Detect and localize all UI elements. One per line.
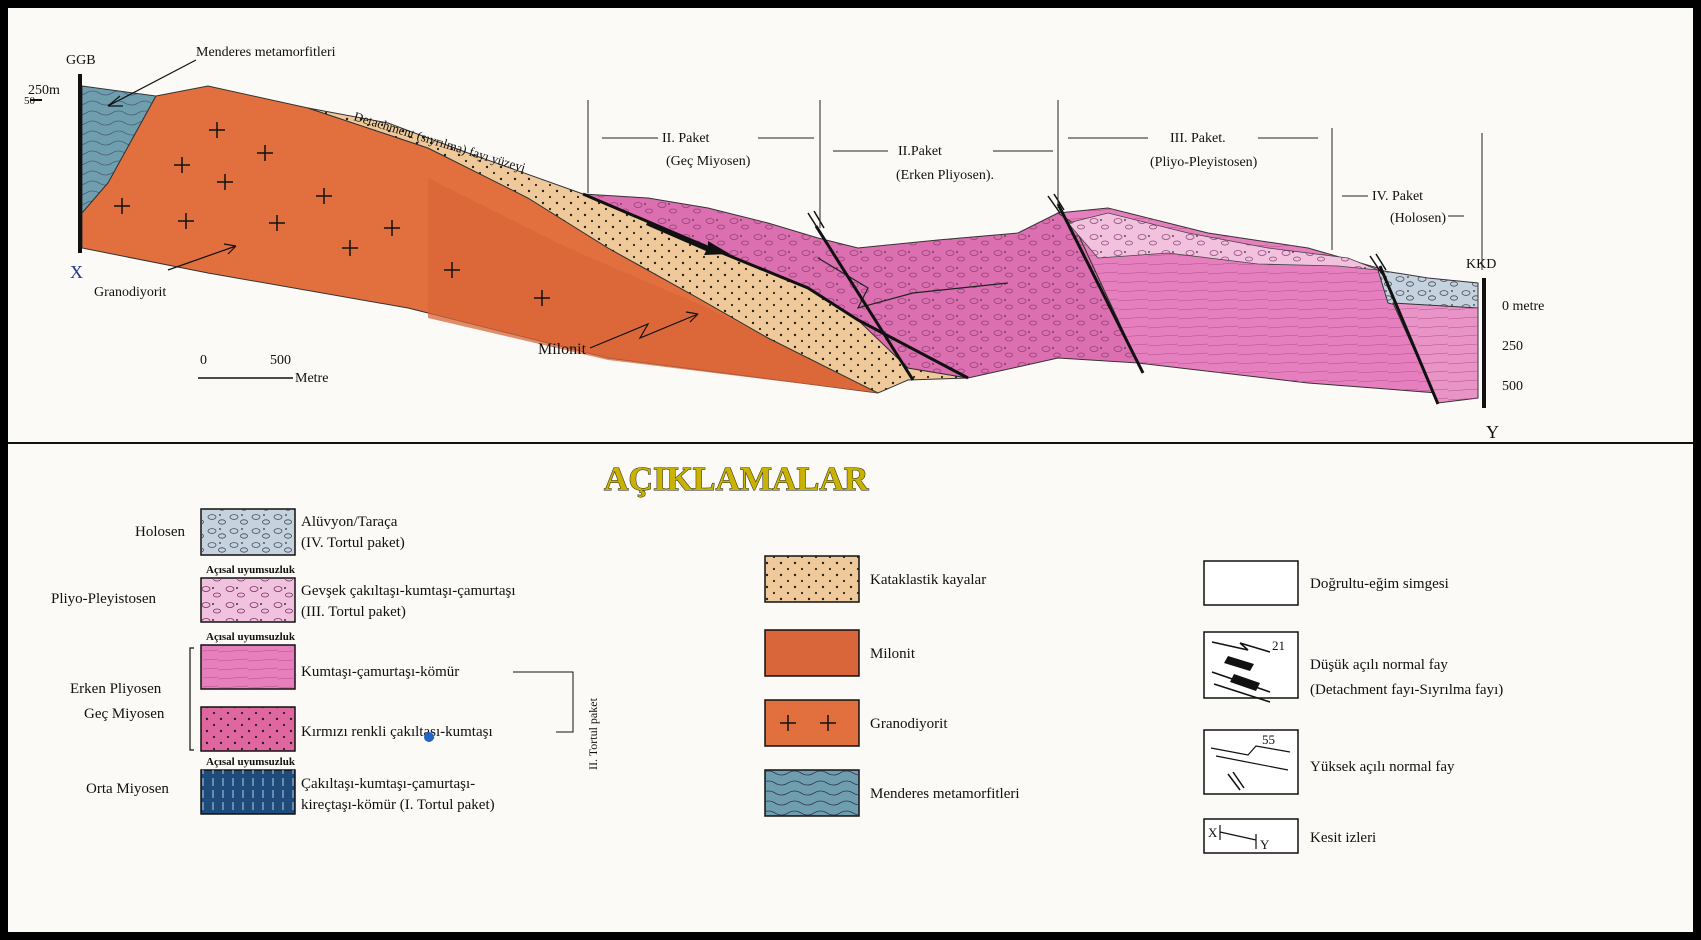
symbol-kesit-y: Y [1260, 837, 1270, 852]
age-pliyo: Pliyo-Pleyistosen [51, 591, 157, 607]
symbol-dusuk-value: 21 [1272, 638, 1285, 653]
menderes-label: Menderes metamorfitleri [196, 45, 336, 60]
symbol-kesit-x: X [1208, 825, 1218, 840]
legend: AÇIKLAMALAR Holosen Alüvyon/Taraça (IV. … [51, 461, 1503, 853]
scale-unit: Metre [295, 371, 328, 386]
swatch-dogrultu [1204, 561, 1298, 605]
unit-pliyo-line2: (III. Tortul paket) [301, 604, 406, 620]
group-label: II. Tortul paket [586, 697, 600, 770]
legend-title: AÇIKLAMALAR [604, 461, 869, 498]
trace-end-label: Y [1486, 422, 1499, 442]
packet-1-age: (Geç Miyosen) [666, 154, 751, 169]
packet-2-age: (Erken Pliyosen). [896, 168, 994, 183]
age-erken-pliyosen: Erken Pliyosen [70, 681, 162, 697]
rock-menderes: Menderes metamorfitleri [870, 786, 1020, 802]
rock-kataklastik: Kataklastik kayalar [870, 572, 986, 588]
unit-gec-line1: Kırmızı renkli çakıltaşı-kumtaşı [301, 724, 493, 740]
elev-right-0: 0 metre [1502, 299, 1544, 314]
unconformity-3: Açısal uyumsuzluk [206, 756, 296, 768]
swatch-kesit [1204, 819, 1298, 853]
symbol-yuksek-line1: Yüksek açılı normal fay [1310, 759, 1455, 775]
symbol-kesit: Kesit izleri [1310, 830, 1376, 846]
symbol-dusuk-line1: Düşük açılı normal fay [1310, 657, 1448, 673]
swatch-granodiyorit [765, 700, 859, 746]
swatch-yuksek-fay [1204, 730, 1298, 794]
unit-orta-line2: kireçtaşı-kömür (I. Tortul paket) [301, 797, 495, 813]
elev-left-tick: 50 [24, 95, 36, 107]
packet-4-age: (Holosen) [1390, 211, 1446, 226]
age-holosen: Holosen [135, 524, 185, 540]
geologic-figure: GGB KKD X Y 250m 50 0 metre 250 500 0 50… [8, 8, 1693, 932]
elev-right-500: 500 [1502, 379, 1523, 394]
age-gec-miyosen: Geç Miyosen [84, 706, 165, 722]
unit-erken-line1: Kumtaşı-çamurtaşı-kömür [301, 664, 459, 680]
packet-2-name: II.Paket [898, 144, 942, 159]
end-left-label: GGB [66, 53, 96, 68]
cross-section: GGB KKD X Y 250m 50 0 metre 250 500 0 50… [24, 45, 1544, 442]
elev-right-250: 250 [1502, 339, 1523, 354]
unit-pliyo-line1: Gevşek çakıltaşı-kumtaşı-çamurtaşı [301, 583, 516, 599]
rock-granodiyorit: Granodiyorit [870, 716, 948, 732]
unconformity-2: Açısal uyumsuzluk [206, 631, 296, 643]
rock-milonit: Milonit [870, 646, 916, 662]
symbol-dusuk-line2: (Detachment fayı-Sıyrılma fayı) [1310, 682, 1503, 698]
symbol-yuksek-value: 55 [1262, 732, 1275, 747]
symbol-dogrultu: Doğrultu-eğim simgesi [1310, 576, 1449, 592]
age-orta-miyosen: Orta Miyosen [86, 781, 169, 797]
scale-500: 500 [270, 353, 291, 368]
end-right-label: KKD [1466, 257, 1496, 272]
unit-holosen-line2: (IV. Tortul paket) [301, 535, 405, 551]
granodiorite-label: Granodiyorit [94, 285, 166, 300]
scale-zero: 0 [200, 353, 207, 368]
milonit-label: Milonit [538, 341, 587, 358]
packet-1-name: II. Paket [662, 131, 710, 146]
trace-start-label: X [70, 262, 83, 282]
packet-4-name: IV. Paket [1372, 189, 1423, 204]
swatch-milonit [765, 630, 859, 676]
packet-3-name: III. Paket. [1170, 131, 1226, 146]
unit-holosen-line1: Alüvyon/Taraça [301, 514, 398, 530]
unconformity-1: Açısal uyumsuzluk [206, 564, 296, 576]
packet-3-age: (Pliyo-Pleyistosen) [1150, 155, 1258, 170]
unit-orta-line1: Çakıltaşı-kumtaşı-çamurtaşı- [301, 776, 475, 792]
